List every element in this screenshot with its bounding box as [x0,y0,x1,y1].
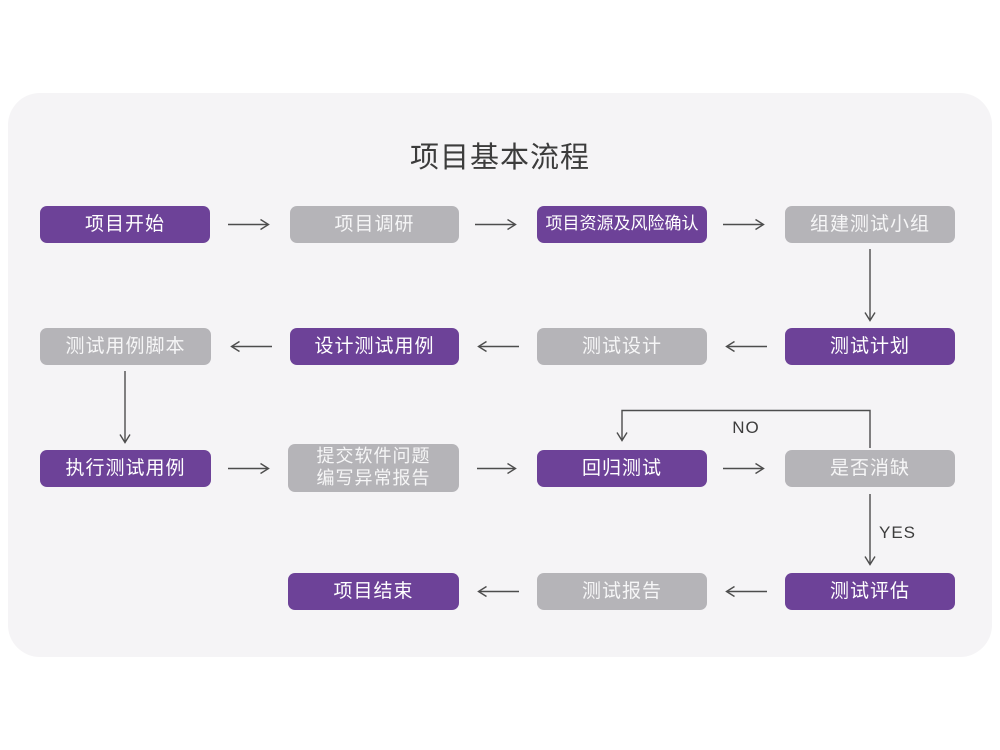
node-project-research: 项目调研 [290,206,459,243]
no-branch-label: NO [732,418,760,437]
node-test-report: 测试报告 [537,573,707,610]
node-regression-test: 回归测试 [537,450,707,487]
flowchart-card [8,93,992,657]
node-test-plan: 测试计划 [785,328,955,365]
node-test-evaluation: 测试评估 [785,573,955,610]
node-design-test-cases: 设计测试用例 [290,328,459,365]
node-execute-test-cases: 执行测试用例 [40,450,211,487]
node-resources-risk-confirm: 项目资源及风险确认 [537,206,707,243]
node-form-test-team: 组建测试小组 [785,206,955,243]
yes-branch-label: YES [879,523,917,542]
node-project-start: 项目开始 [40,206,210,243]
node-submit-issue-report: 提交软件问题 编写异常报告 [288,444,459,492]
node-defect-cleared-decision: 是否消缺 [785,450,955,487]
node-project-end: 项目结束 [288,573,459,610]
node-test-design: 测试设计 [537,328,707,365]
node-test-case-script: 测试用例脚本 [40,328,211,365]
page-title: 项目基本流程 [409,142,590,174]
